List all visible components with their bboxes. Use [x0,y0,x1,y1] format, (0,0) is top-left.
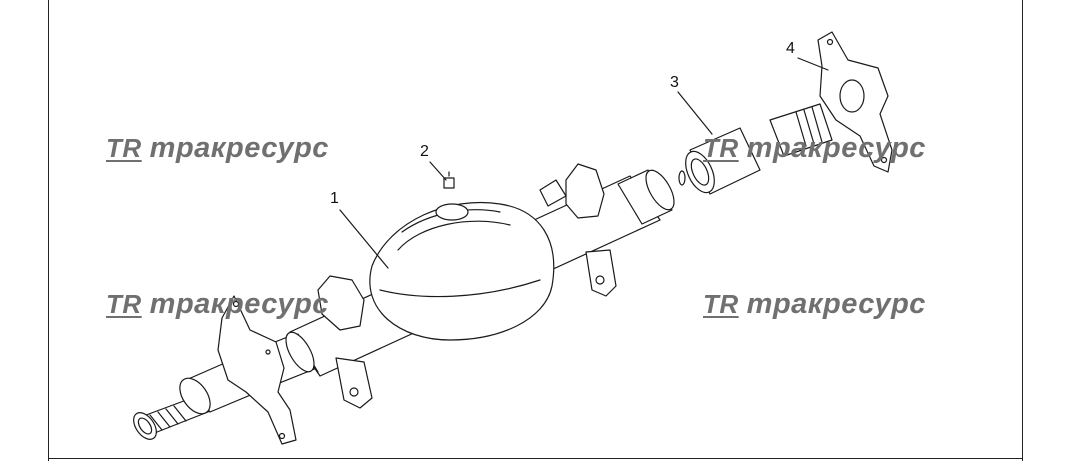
callout-2: 2 [420,143,429,160]
right-mount-bracket [539,163,617,297]
frame-right-border [1022,0,1023,461]
watermark-logo: TR [703,133,739,163]
breather-plug [443,171,455,189]
callout-3: 3 [670,74,679,91]
watermark-text: тракресурс [746,288,926,320]
left-mount-bracket [317,275,373,409]
watermark-text: тракресурс [149,132,329,164]
left-flange-plate [217,295,297,445]
right-tube-collar [617,169,675,225]
watermark-bottom-left: TR тракресурс [106,288,329,321]
callout-4: 4 [786,40,795,57]
callout-leaders [339,57,829,269]
hub-spacer [685,127,761,195]
watermark-text: тракресурс [149,288,329,320]
o-ring [678,170,686,186]
right-splined-shaft [769,103,833,157]
callout-1: 1 [330,190,339,207]
watermark-text: тракресурс [746,132,926,164]
watermark-logo: TR [106,133,142,163]
differential-housing [369,201,555,341]
frame-bottom-border [48,458,1023,459]
watermark-logo: TR [106,289,142,319]
watermark-logo: TR [703,289,739,319]
watermark-top-left: TR тракресурс [106,132,329,165]
watermark-top-right: TR тракресурс [703,132,926,165]
watermark-bottom-right: TR тракресурс [703,288,926,321]
frame-left-border [48,0,49,461]
axle-shaft-flange [817,31,893,173]
